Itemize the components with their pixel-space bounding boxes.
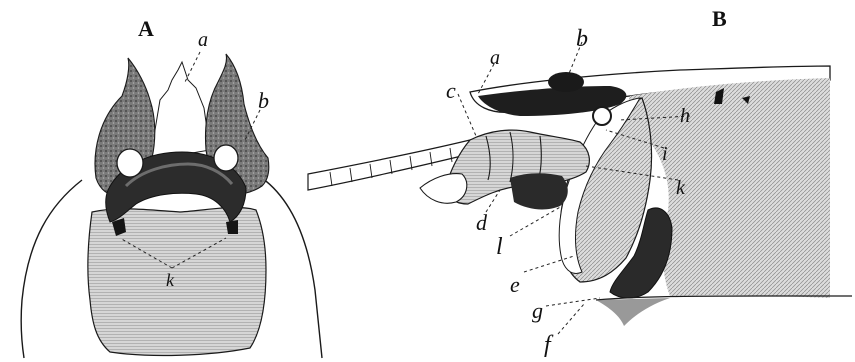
panel-a-label-k: k [166, 270, 175, 290]
panel-a-right-socket [214, 145, 238, 171]
panel-b-label-g: g [532, 298, 543, 323]
panel-b: B a b c h i k d l e g f [308, 6, 852, 358]
panel-b-appendage-tip [420, 174, 467, 204]
panel-b-hinge-ring [593, 107, 611, 125]
panel-b-label-d: d [476, 210, 488, 235]
panel-a-left-socket [117, 149, 143, 177]
panel-b-leader-c [458, 94, 476, 136]
panel-a-right-spot [226, 220, 238, 234]
panel-a-title: A [138, 16, 154, 41]
panel-b-eye-bump [548, 72, 584, 92]
panel-b-label-c: c [446, 78, 456, 103]
panel-b-label-i: i [662, 143, 668, 165]
panel-a-central-wedge [150, 62, 210, 160]
panel-b-label-e: e [510, 272, 520, 297]
panel-a-label-b: b [258, 88, 269, 113]
panel-a-label-a: a [198, 29, 208, 51]
panel-b-leader-g [546, 298, 600, 306]
panel-b-label-k: k [676, 177, 686, 199]
panel-b-label-b: b [576, 26, 588, 52]
panel-a: A a b k [21, 16, 322, 358]
panel-b-label-h: h [680, 105, 690, 127]
panel-b-leader-f [558, 304, 584, 334]
panel-b-label-l: l [496, 234, 503, 260]
panel-a-body-contour-right [262, 178, 322, 358]
panel-b-leader-l [510, 206, 562, 236]
panel-a-leader-a [184, 52, 200, 84]
panel-b-label-a: a [490, 47, 500, 69]
panel-b-base-shading [596, 298, 670, 326]
panel-b-appendage-dark [510, 173, 568, 209]
panel-a-body-contour-left [21, 180, 82, 358]
panel-b-title: B [712, 6, 727, 31]
panel-b-label-f: f [544, 332, 554, 358]
